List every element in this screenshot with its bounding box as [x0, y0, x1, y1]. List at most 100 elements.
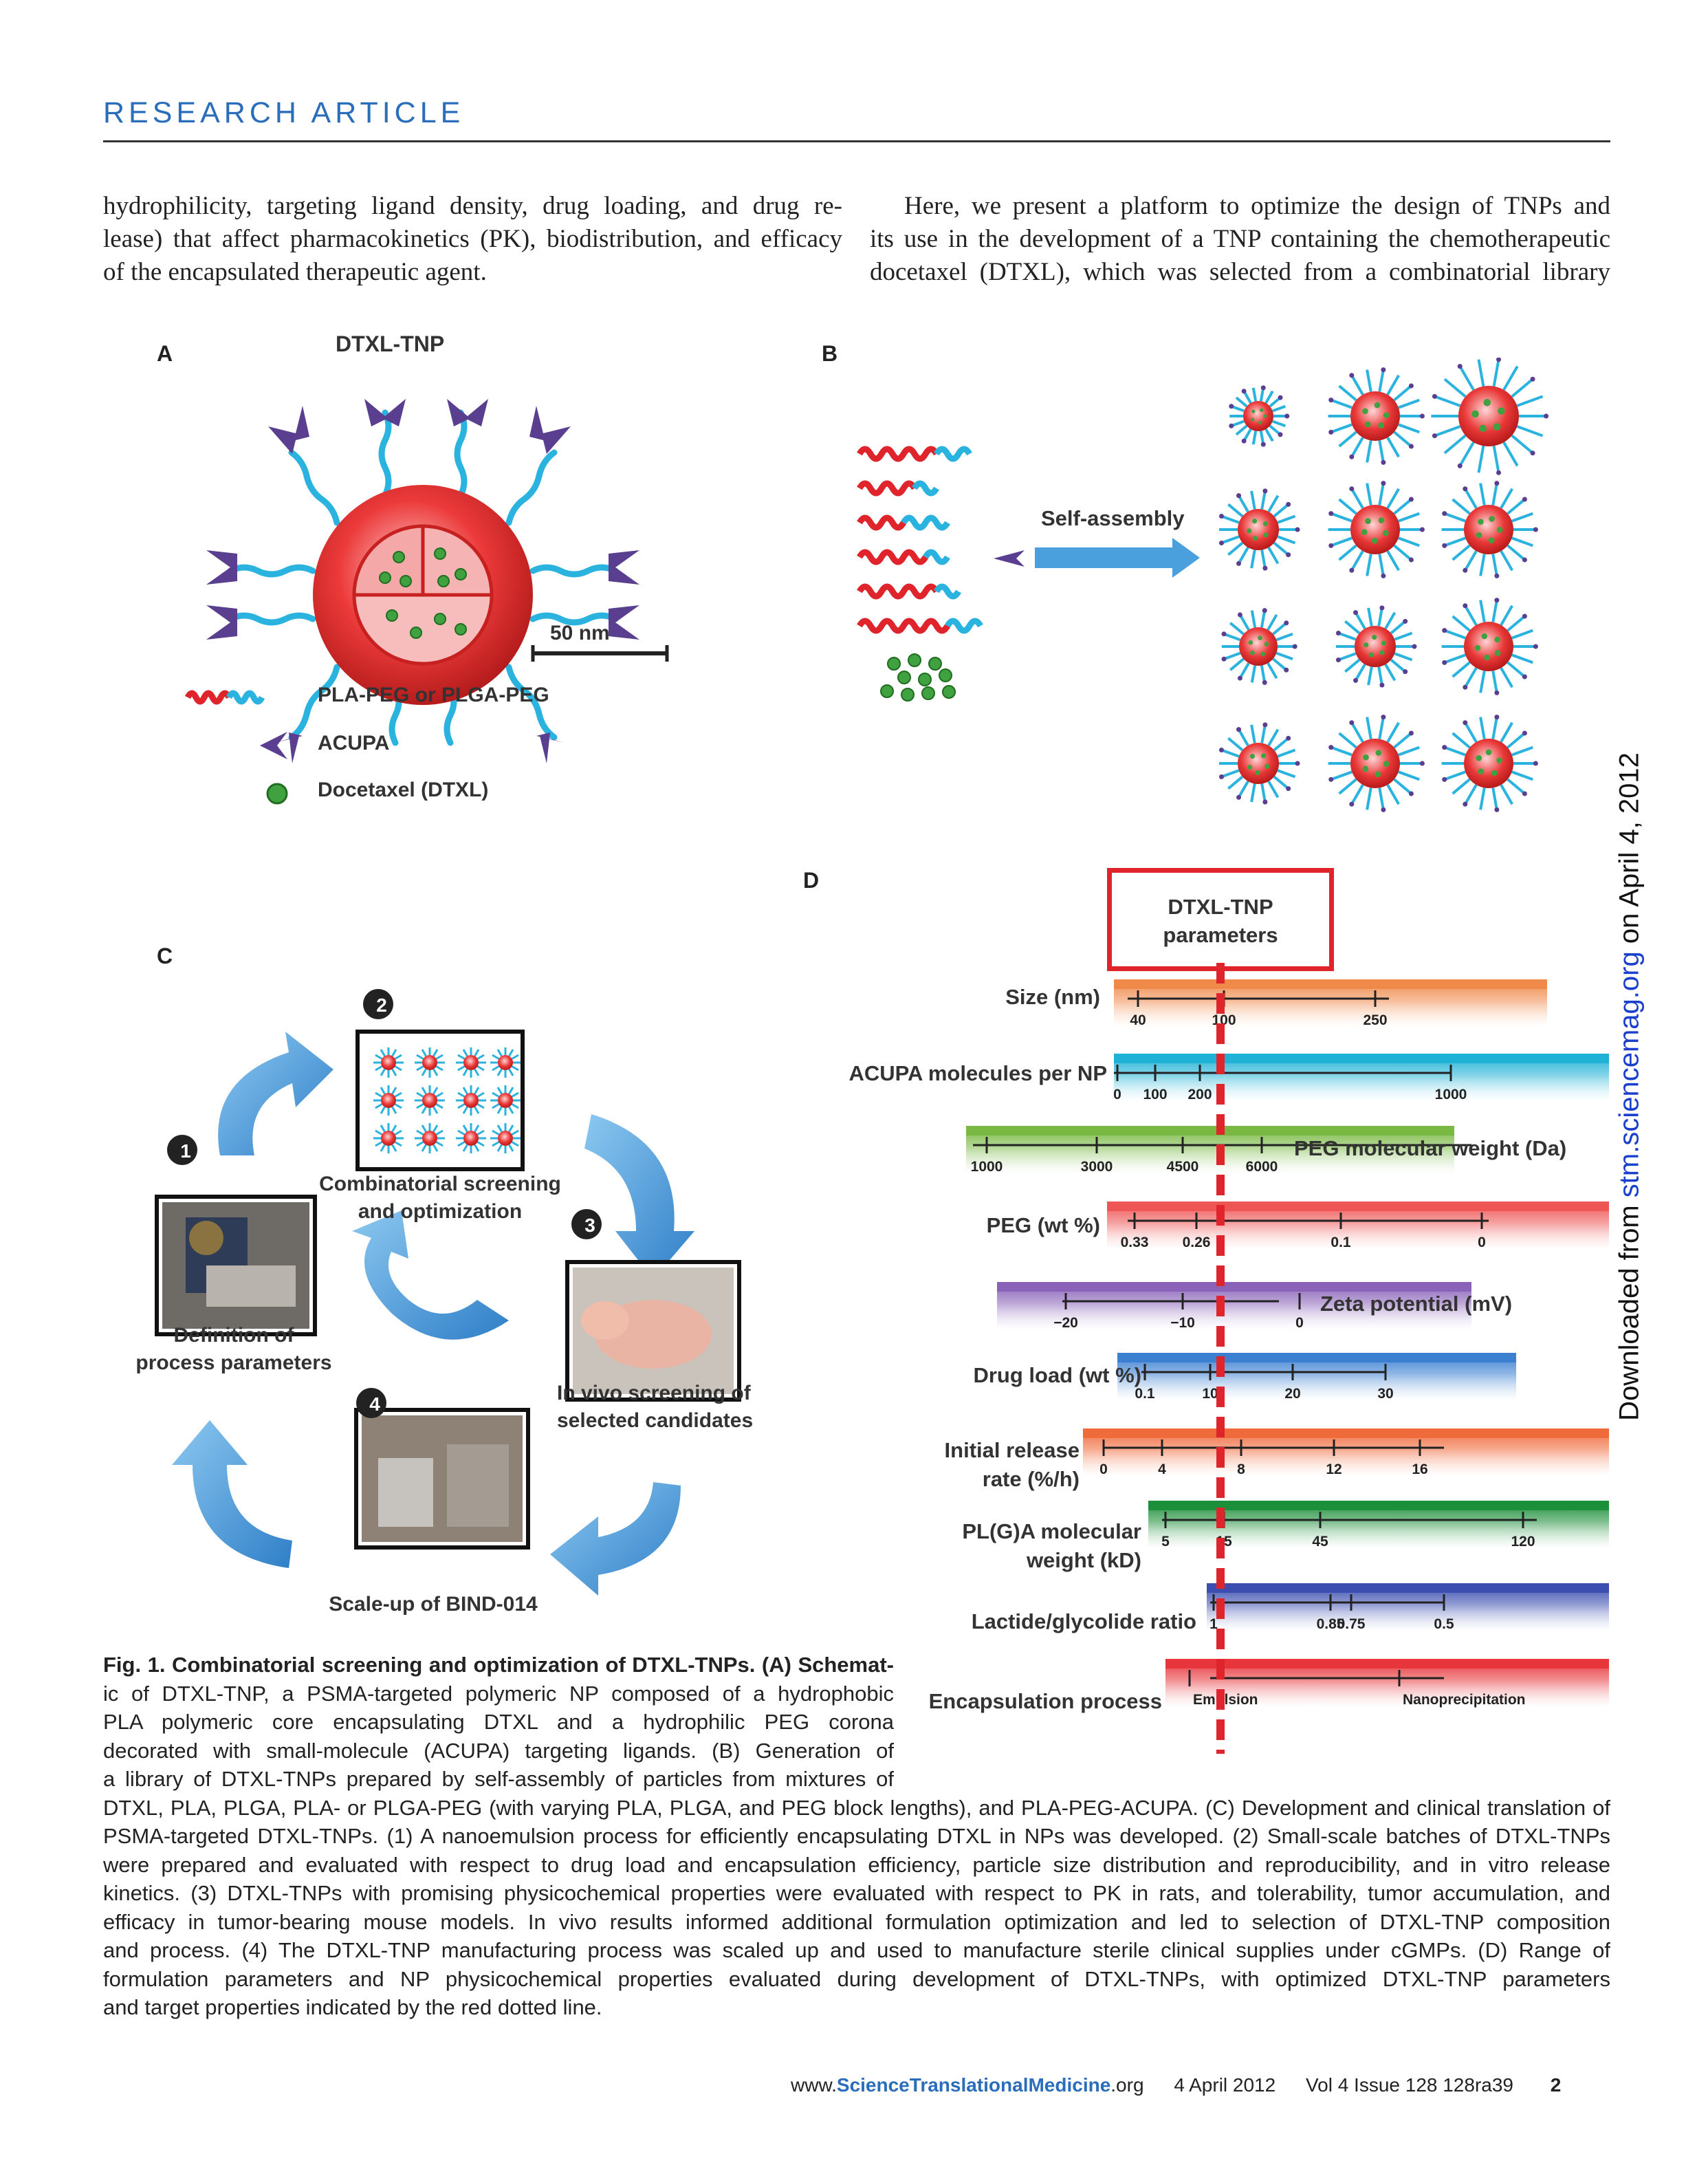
nanoparticle	[1441, 598, 1538, 695]
tick-label: 0.75	[1337, 1616, 1366, 1632]
range-bar-top	[1107, 1202, 1609, 1211]
step-3-number: 3	[584, 1215, 595, 1236]
tick-label: 100	[1143, 1087, 1167, 1102]
scale-bar-label: 50 nm	[550, 622, 610, 644]
intro-right-column: Here, we present a platform to optimize …	[870, 190, 1610, 289]
nanoparticle	[373, 1123, 404, 1153]
text-line: Here, we present a platform to optimize …	[904, 192, 1610, 220]
tick-label: 0	[1113, 1087, 1121, 1102]
caption-line: efficacy in tumor-bearing mouse models. …	[103, 1909, 1610, 1934]
tick-label: 250	[1363, 1012, 1387, 1028]
self-assembly-schematic	[857, 358, 1549, 812]
page-number: 2	[1550, 2074, 1562, 2096]
step-2-number: 2	[376, 994, 387, 1016]
tick-label: 0.5	[1434, 1616, 1454, 1632]
tick-label: 0.1	[1135, 1386, 1155, 1402]
nanoparticle	[1431, 358, 1549, 475]
tick-label: 8	[1237, 1461, 1245, 1477]
caption-line: and process. (4) The DTXL-TNP manufactur…	[103, 1938, 1610, 1962]
journal-url[interactable]: www.ScienceTranslationalMedicine.org	[791, 2074, 1144, 2096]
nanoparticle	[1229, 385, 1290, 447]
nanoparticle	[1335, 605, 1417, 688]
text-line: docetaxel (DTXL), which was selected fro…	[870, 258, 1610, 286]
caption-line: formulation parameters and NP physicoche…	[103, 1966, 1610, 1991]
nanoparticle	[1441, 481, 1538, 578]
nanoparticle	[373, 1047, 404, 1078]
tick-label: 0.1	[1331, 1235, 1351, 1250]
range-bar-top	[997, 1282, 1471, 1292]
nanoparticle	[456, 1085, 486, 1116]
tick-label: −10	[1170, 1315, 1195, 1331]
legend-docetaxel: Docetaxel (DTXL)	[318, 779, 489, 801]
caption-line: ic of DTXL-TNP, a PSMA-targeted polymeri…	[103, 1681, 894, 1706]
tick-label: 40	[1130, 1012, 1146, 1028]
step-4-number: 4	[369, 1393, 380, 1415]
panel-b-letter: B	[822, 341, 838, 366]
row-label-peg-wt: PEG (wt %)	[986, 1213, 1100, 1237]
nanoparticle	[490, 1047, 521, 1078]
range-bar-top	[1207, 1583, 1609, 1593]
text-line: hydrophilicity, targeting ligand density…	[103, 192, 842, 220]
caption-line: decorated with small-molecule (ACUPA) ta…	[103, 1738, 894, 1763]
legend-peg: PLA-PEG or PLGA-PEG	[318, 684, 549, 706]
nanoparticle	[1328, 367, 1425, 465]
development-cycle-diagram	[155, 989, 741, 1596]
panel-a-letter: A	[157, 341, 173, 366]
tick-label: 30	[1377, 1386, 1393, 1402]
tick-label: 1000	[971, 1159, 1003, 1175]
tick-label: 45	[1312, 1534, 1328, 1550]
range-bar-top	[966, 1126, 1454, 1135]
tick-label: 10	[1202, 1386, 1218, 1402]
row-label-size: Size (nm)	[1005, 985, 1100, 1009]
issue-date: 4 April 2012	[1174, 2074, 1276, 2096]
nanoparticle	[415, 1123, 445, 1153]
header-rule	[103, 140, 1610, 142]
nanoparticle	[1218, 488, 1300, 571]
tick-label: 5	[1161, 1534, 1170, 1550]
tick-label: 0.33	[1121, 1235, 1149, 1250]
legend-icons	[184, 690, 288, 805]
range-bar-top	[1148, 1501, 1609, 1510]
text-line: its use in the development of a TNP cont…	[870, 225, 1610, 253]
download-link[interactable]: stm.sciencemag.org	[1614, 951, 1645, 1198]
nanoparticle	[1441, 715, 1538, 812]
tick-label: 20	[1284, 1386, 1300, 1402]
row-label-acupa: ACUPA molecules per NP	[848, 1061, 1107, 1085]
page-footer: www.ScienceTranslationalMedicine.org 4 A…	[791, 2074, 1561, 2096]
tick-label: Nanoprecipitation	[1403, 1692, 1526, 1708]
row-label-zeta: Zeta potential (mV)	[1320, 1292, 1513, 1316]
nanoparticle	[456, 1047, 486, 1078]
caption-line: were prepared and evaluated with respect…	[103, 1852, 1610, 1877]
nanoparticle	[1328, 481, 1425, 578]
row-label-peg-mw: PEG molecular weight (Da)	[1294, 1136, 1567, 1160]
caption-line: PLA polymeric core encapsulating DTXL an…	[103, 1710, 894, 1734]
caption-line: DTXL, PLA, PLGA, PLA- or PLGA-PEG (with …	[103, 1795, 1610, 1820]
tick-label: 3000	[1081, 1159, 1113, 1175]
tick-label: 120	[1511, 1534, 1535, 1550]
row-label-drug-load: Drug load (wt %)	[973, 1363, 1141, 1387]
nanoparticle	[490, 1085, 521, 1116]
range-bar-top	[1083, 1428, 1609, 1438]
caption-line: a library of DTXL-TNPs prepared by self-…	[103, 1767, 894, 1791]
range-bar-top	[1165, 1659, 1609, 1668]
row-label-encapsulation: Encapsulation process	[928, 1689, 1162, 1713]
nanoparticle	[1328, 715, 1425, 812]
nanoparticle	[1221, 608, 1298, 685]
download-note: Downloaded from stm.sciencemag.org on Ap…	[1614, 752, 1645, 1421]
range-bar-top	[1114, 1054, 1609, 1063]
tick-label: 0	[1295, 1315, 1304, 1331]
nanoparticle	[456, 1123, 486, 1153]
parameter-row: 0.1 10 20 30	[1117, 1353, 1516, 1402]
volume-info: Vol 4 Issue 128 128ra39	[1305, 2074, 1513, 2096]
tick-label: 0.85	[1317, 1616, 1345, 1632]
nanoparticle	[415, 1085, 445, 1116]
section-header: RESEARCH ARTICLE	[103, 96, 465, 129]
